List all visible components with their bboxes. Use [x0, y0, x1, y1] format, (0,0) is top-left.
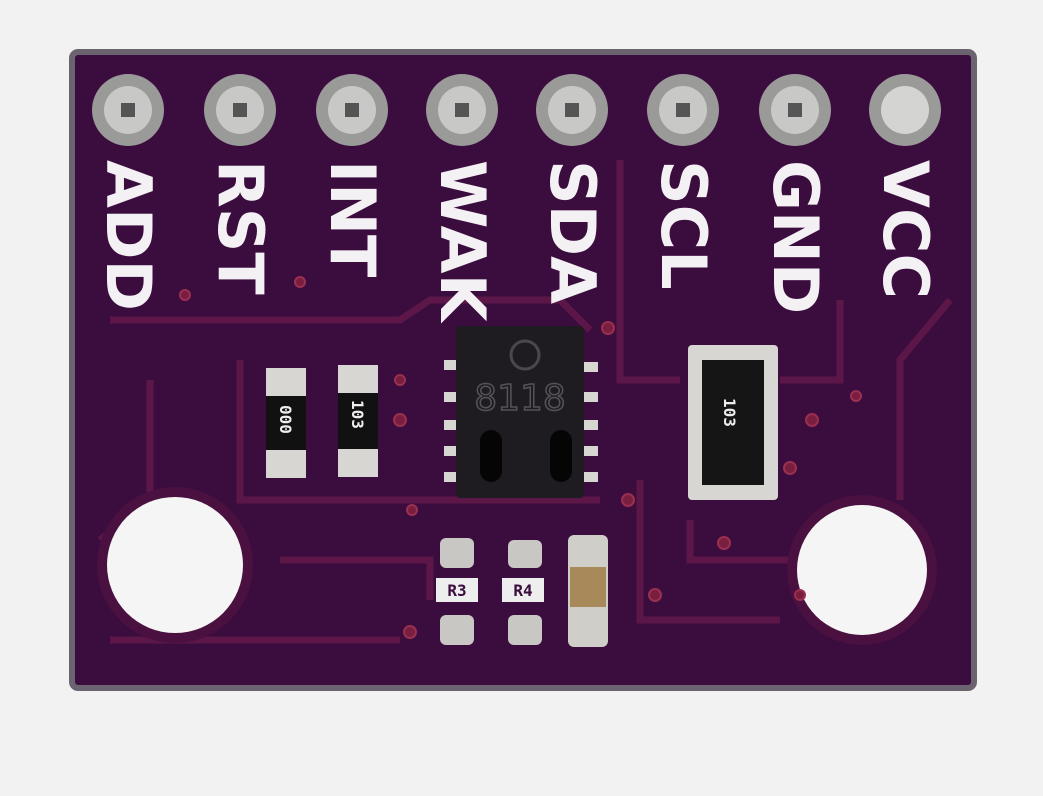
svg-text:000: 000	[276, 405, 295, 434]
chip-marking: 8118	[474, 378, 566, 419]
pin-label-vcc: VCC	[869, 160, 942, 299]
pin-label-scl: SCL	[647, 160, 720, 290]
pin-label-wak: WAK	[426, 160, 499, 324]
pin-label-int: INT	[316, 160, 389, 277]
ref-r3: R3	[447, 581, 466, 600]
ref-r4: R4	[513, 581, 532, 600]
mounting-holes	[97, 487, 937, 645]
resistor-left: 000	[266, 368, 306, 478]
pin-header	[92, 74, 941, 146]
vias	[179, 276, 862, 639]
pin-label-sda: SDA	[536, 160, 609, 304]
resistor-array: 103	[688, 345, 778, 500]
svg-text:103: 103	[720, 398, 739, 427]
capacitor	[570, 567, 606, 607]
pin-label-gnd: GND	[759, 160, 832, 314]
board-edge	[69, 49, 977, 691]
svg-text:103: 103	[348, 400, 367, 429]
traces	[97, 160, 953, 644]
bottom-components: R3 R4	[436, 535, 608, 647]
pin-label-add: ADD	[92, 160, 165, 311]
sensor-chip: 8118	[444, 326, 598, 498]
pin-label-rst: RST	[204, 160, 277, 295]
pin-labels: ADD RST INT WAK SDA SCL GND VCC	[92, 160, 942, 324]
resistor-right: 103	[338, 365, 378, 477]
